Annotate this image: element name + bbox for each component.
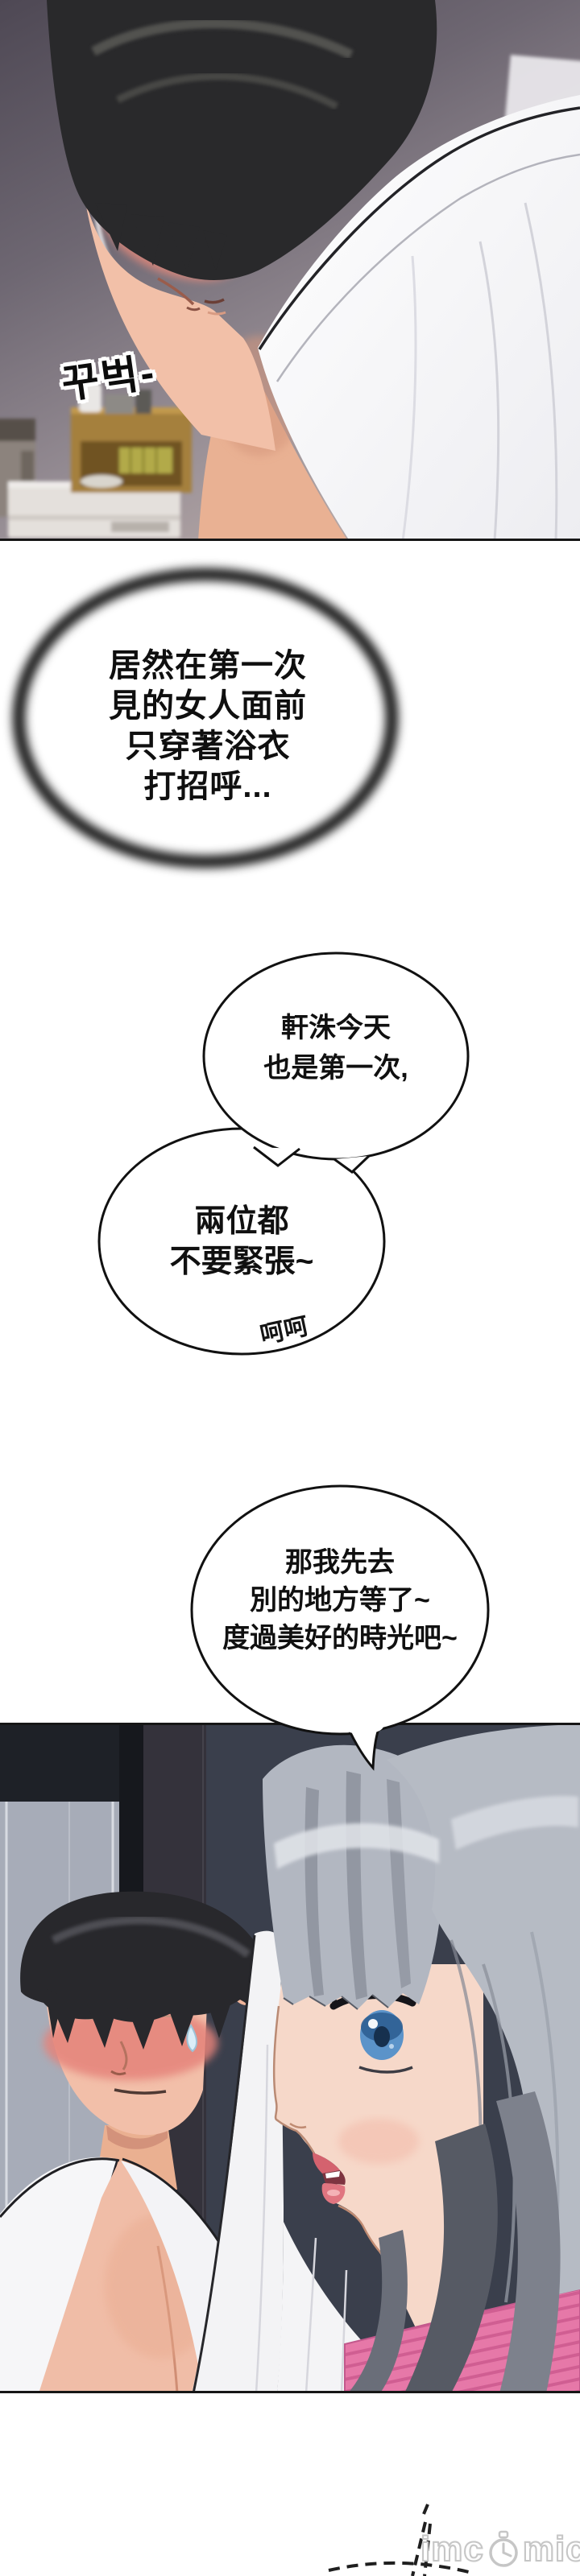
mouth [204,298,225,304]
bowing-man-figure [47,0,580,541]
speech-bubble-1-text: 軒洙今天 也是第一次, [215,1008,457,1088]
man-hair-highlight [51,1916,251,1958]
panel-bottom-couple [0,1723,580,2393]
woman-figure [192,1724,580,2393]
sweat-drop-icon [186,2023,197,2053]
robe-collar-line [258,106,580,350]
bubble-tail [254,1147,300,1166]
panel-border-bottom [0,539,580,541]
speech-bubble-2-text: 兩位都 不要緊張~ [105,1202,379,1282]
speech-bubble-3-text: 那我先去 別的地方等了~ 度過美好的時光吧~ [219,1544,461,1657]
woman-cheek-blush [338,2119,419,2164]
man-mouth [114,2088,167,2095]
thought-line: 只穿著浴衣 [125,729,291,764]
bubble-tail [346,1725,382,1771]
thought-bubble: 居然在第一次 見的女人面前 只穿著浴衣 打招呼... [47,646,369,807]
panel-border-bottom [0,2391,580,2393]
thought-line: 打招呼... [143,769,272,804]
teeth [325,2171,340,2178]
woman-jaw-line [338,2204,384,2256]
woman-upper-lip [313,2153,340,2174]
watermark-text-right: mic [522,2529,580,2569]
bubble-tail [334,1156,369,1172]
dashed-bubble-tail [328,2504,473,2576]
hair-highlight [91,19,354,60]
man-robe-left [0,2157,118,2393]
hair-highlight-band [274,1823,439,1869]
clock-icon [489,2530,518,2567]
man-nose [119,2041,128,2070]
watermark-text-left: imc [420,2529,484,2569]
wall-top-dark [0,1723,119,1802]
hair-strand-front [404,2124,498,2393]
speech-bubble-1 [202,952,470,1174]
man-face [82,184,276,451]
speech-line: 兩位都 [194,1204,289,1239]
speech-bubble-3 [190,1484,490,1771]
man-hair [47,0,437,280]
speech-line: 也是第一次, [263,1053,408,1084]
speech-line: 那我先去 [285,1547,395,1578]
panel-bottom-artwork [0,1723,580,2393]
speech-line: 不要緊張~ [169,1245,314,1279]
woman-profile-line [272,2005,316,2154]
desk-with-printer [0,383,192,538]
robe-collar-band [192,1930,284,2393]
speech-line: 軒洙今天 [281,1013,391,1043]
speech-line: 別的地方等了~ [250,1585,430,1616]
thought-line: 見的女人面前 [109,688,307,724]
panel-top-man-bowing [0,0,580,541]
nose [157,277,195,306]
watermark: imc mic [420,2530,580,2569]
man-blush [44,2006,218,2080]
speech-line: 度過美好的時光吧~ [222,1623,458,1653]
thought-line: 居然在第一次 [109,648,307,683]
panel-top-artwork [0,0,580,541]
